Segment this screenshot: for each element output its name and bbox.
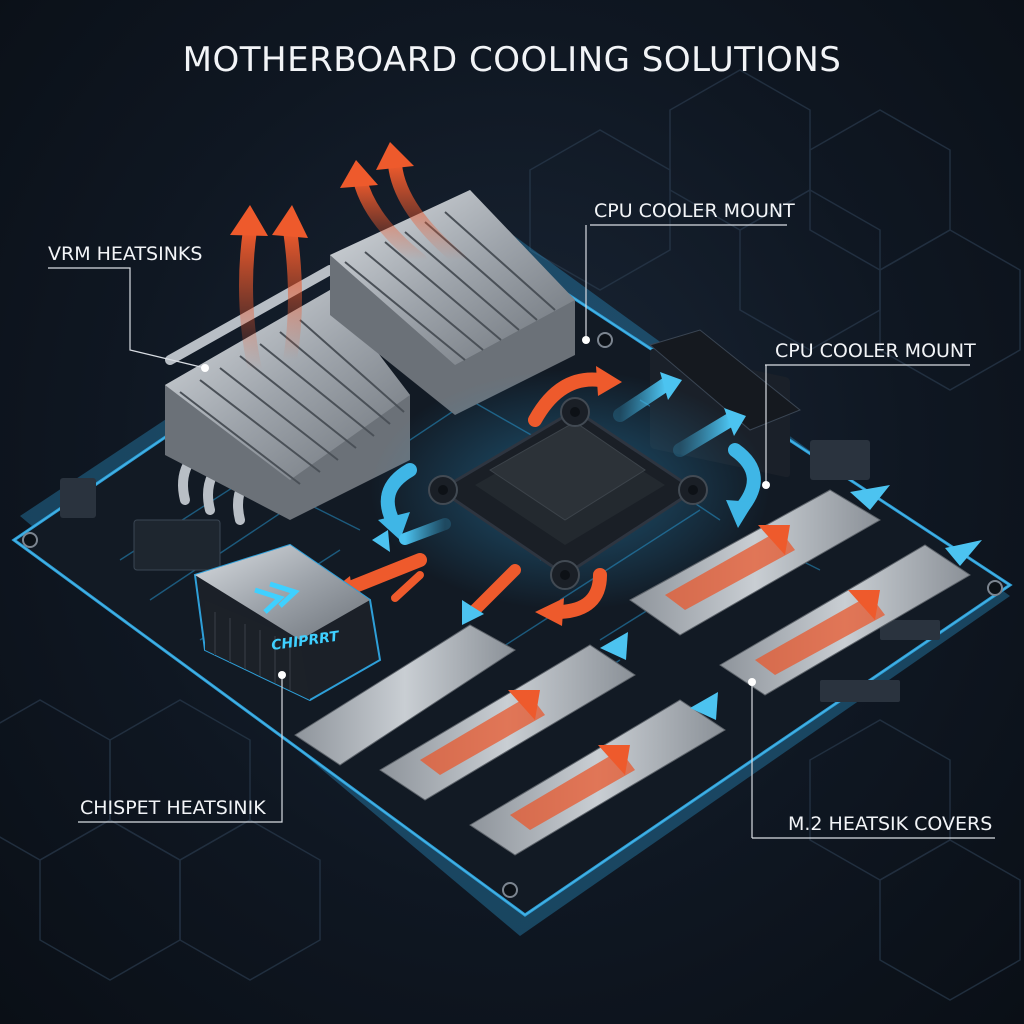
m2-cover-1 <box>294 624 516 766</box>
m2-heatsink-covers <box>294 489 971 856</box>
m2-cover-3 <box>469 699 726 856</box>
m2-cover-5 <box>719 544 971 696</box>
callout-chipset-heatsink: CHISPET HEATSINIK <box>80 797 266 819</box>
m2-cool-airflow <box>600 485 982 720</box>
callout-m2-heatsink-covers: M.2 HEATSIK COVERS <box>788 813 993 835</box>
m2-cover-4 <box>629 489 881 636</box>
page-title: MOTHERBOARD COOLING SOLUTIONS <box>182 40 842 80</box>
m2-cover-2 <box>379 644 636 801</box>
hex-background <box>0 69 1021 1001</box>
callout-vrm-heatsinks: VRM HEATSINKS <box>48 243 203 265</box>
atx-power-connector <box>648 329 801 431</box>
callout-cpu-cooler-mount-right: CPU COOLER MOUNT <box>775 340 976 362</box>
callout-leaders <box>48 224 995 839</box>
cpu-airflow-arrows <box>322 366 761 626</box>
cpu-cooler-mount <box>370 370 770 610</box>
callout-cpu-cooler-mount-top: CPU COOLER MOUNT <box>594 200 795 222</box>
vrm-hot-airflow <box>230 142 467 377</box>
callout-dots <box>201 336 770 686</box>
